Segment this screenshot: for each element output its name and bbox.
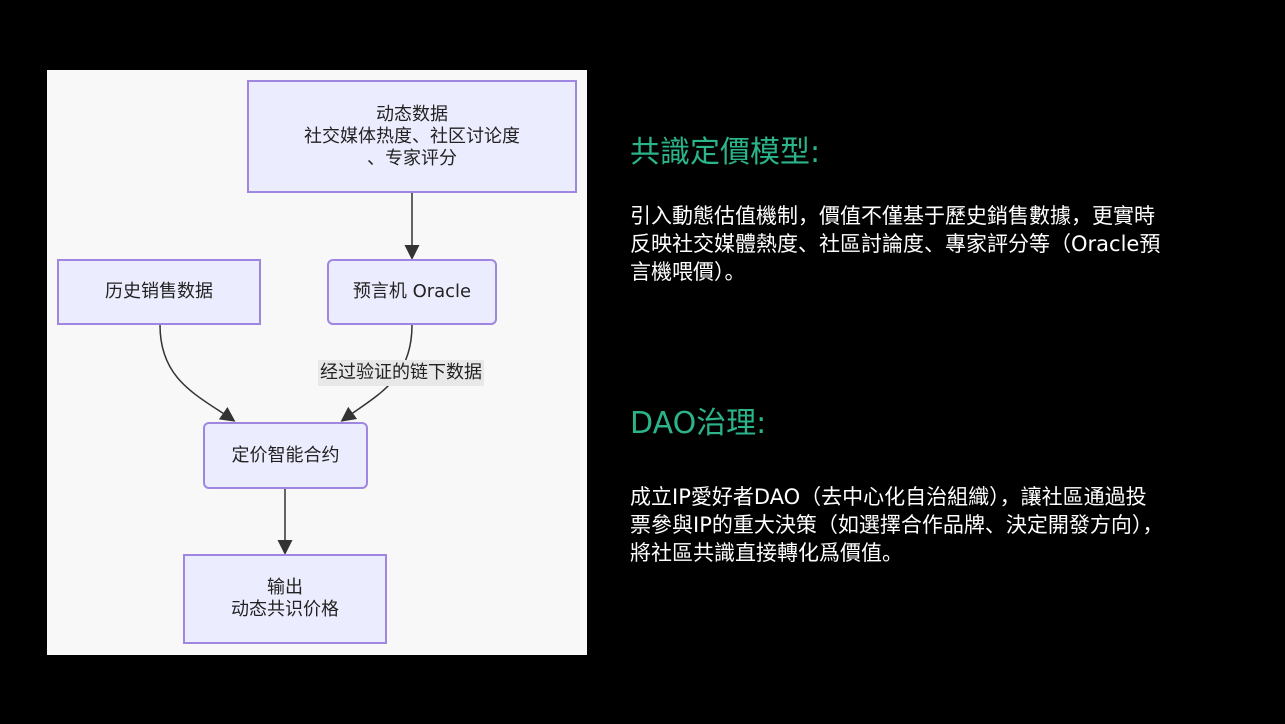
node-dynamic-data: 动态数据 社交媒体热度、社区讨论度 、专家评分 [247,80,577,193]
node-text: 社交媒体热度、社区讨论度 [304,125,520,147]
body-line: 反映社交媒體熱度、社區討論度、專家評分等（Oracle預 [630,232,1161,256]
node-text: 动态共识价格 [231,599,339,620]
body-line: 引入動態估值機制，價值不僅基于歷史銷售數據，更實時 [630,204,1155,228]
body-line: 成立IP愛好者DAO（去中心化自治組織），讓社區通過投 [630,485,1147,509]
body-line: 票參與IP的重大決策（如選擇合作品牌、決定開發方向）， [630,513,1164,537]
node-text: 输出 [267,577,303,598]
edge-history-to-contract [159,324,236,422]
node-text: 动态数据 [376,103,448,125]
node-text: 、专家评分 [367,147,457,169]
section-heading-dao-governance: DAO治理: [630,406,767,441]
section-heading-consensus-pricing: 共識定價模型: [630,135,821,170]
node-output: 输出 动态共识价格 [183,554,387,644]
flowchart-diagram: 动态数据 社交媒体热度、社区讨论度 、专家评分 历史销售数据 预言机 Oracl… [47,70,587,655]
edge-label: 经过验证的链下数据 [318,360,484,386]
node-pricing-contract: 定价智能合约 [203,422,368,489]
body-line: 將社區共識直接轉化爲價值。 [630,541,903,565]
node-text: 定价智能合约 [231,444,340,466]
body-line: 言機喂價）。 [630,260,746,284]
node-text: 预言机 Oracle [352,281,472,302]
node-text: 历史销售数据 [105,281,213,302]
section-body-consensus-pricing: 引入動態估值機制，價值不僅基于歷史銷售數據，更實時 反映社交媒體熱度、社區討論度… [630,202,1160,286]
section-body-dao-governance: 成立IP愛好者DAO（去中心化自治組織），讓社區通過投 票參與IP的重大決策（如… [630,483,1163,567]
node-historical-sales: 历史销售数据 [57,259,261,325]
node-oracle: 预言机 Oracle [327,259,497,325]
